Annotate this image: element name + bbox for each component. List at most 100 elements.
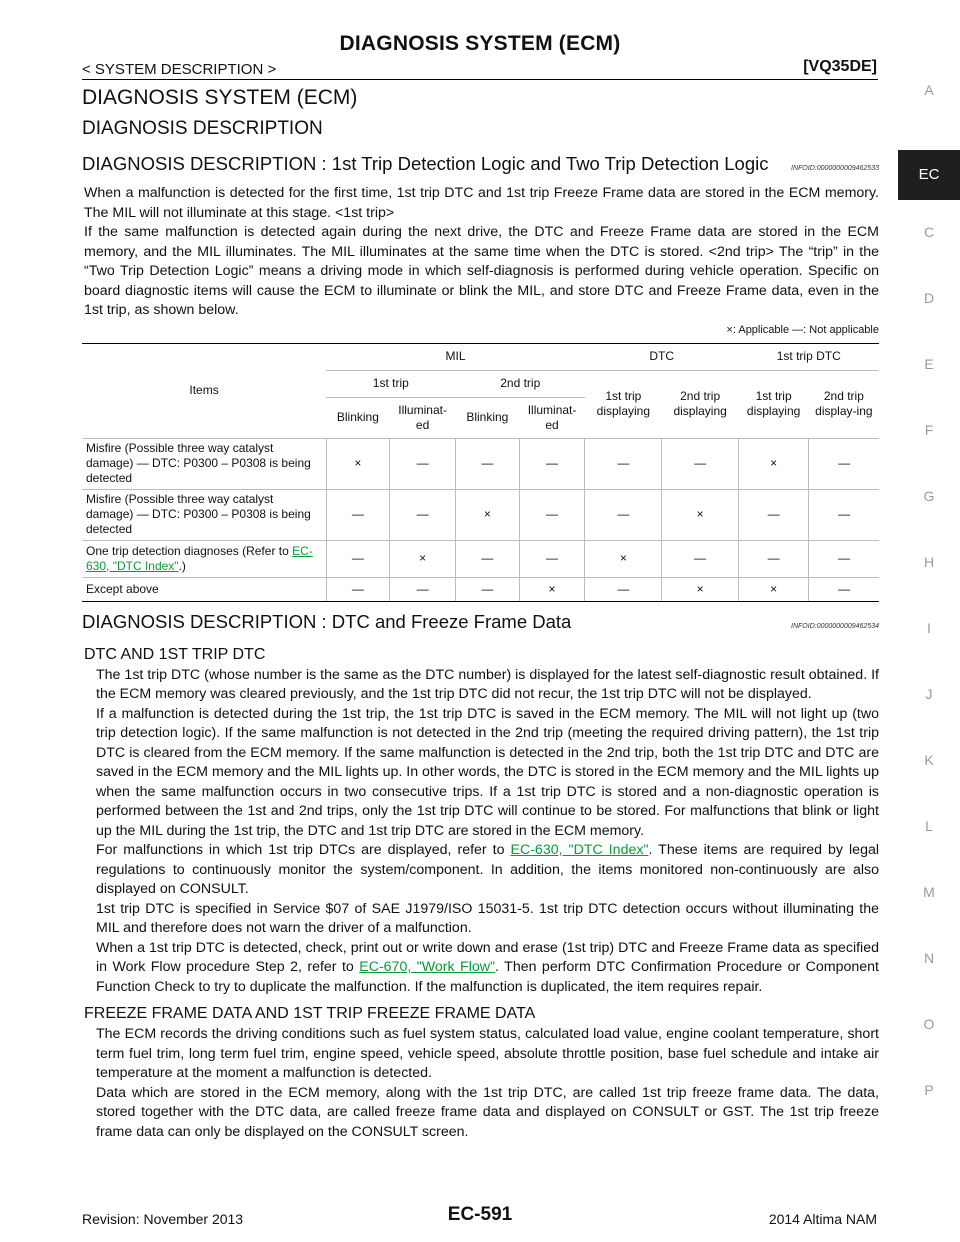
table-header-row: Items MIL DTC 1st trip DTC xyxy=(82,342,879,439)
table-cell: — xyxy=(389,576,457,602)
section-title: DIAGNOSIS DESCRIPTION xyxy=(82,118,323,139)
table-cell: × xyxy=(389,539,457,578)
table-legend: ×: Applicable —: Not applicable xyxy=(726,323,879,336)
table-cell: × xyxy=(455,488,520,541)
subsection-title: DIAGNOSIS DESCRIPTION : DTC and Freeze F… xyxy=(82,610,572,632)
table-cell: — xyxy=(325,488,391,541)
table-row: Misfire (Possible three way catalyst dam… xyxy=(82,437,879,490)
table-cell: × xyxy=(325,437,391,490)
paragraph-text: . Then perform DTC Confirmation Procedur… xyxy=(96,959,879,995)
table-cell: × xyxy=(738,576,810,602)
subsection-title: DIAGNOSIS DESCRIPTION : 1st Trip Detecti… xyxy=(82,153,769,174)
table-header-1st-trip: 1st trip xyxy=(326,369,456,398)
table-cell: — xyxy=(584,576,663,602)
page-content: DIAGNOSIS SYSTEM (ECM) DIAGNOSIS DESCRIP… xyxy=(82,84,879,1142)
table-cell-item-text: One trip detection diagnoses (Refer to xyxy=(86,543,293,558)
side-index-letter[interactable]: I xyxy=(927,620,931,636)
table-subheader: Blinking xyxy=(455,396,520,439)
side-index-active-label[interactable]: EC xyxy=(918,166,940,183)
sub-heading: DTC AND 1ST TRIP DTC xyxy=(84,645,266,663)
side-index-letter[interactable]: H xyxy=(923,554,935,570)
table-cell: — xyxy=(584,437,663,490)
table-cell: — xyxy=(455,437,520,490)
page-title: DIAGNOSIS SYSTEM (ECM) xyxy=(82,86,358,109)
subsection-header: DIAGNOSIS DESCRIPTION : DTC and Freeze F… xyxy=(82,610,879,634)
dtc-index-link[interactable]: EC-630, "DTC Index" xyxy=(86,543,313,573)
table-cell: — xyxy=(455,576,520,602)
table-cell-item-text: .) xyxy=(178,558,186,573)
side-index-active-tab[interactable] xyxy=(898,150,960,200)
paragraph-text: When a 1st trip DTC is detected, check, … xyxy=(96,939,879,976)
side-index-letter[interactable]: N xyxy=(923,950,935,966)
table-header-items: Items xyxy=(82,342,327,439)
info-id: INFOID:0000000009462534 xyxy=(791,622,879,630)
paragraph: When a 1st trip DTC is detected, check, … xyxy=(82,939,879,998)
table-subheader: 1st trip displaying xyxy=(584,369,662,439)
side-index-letter[interactable]: P xyxy=(924,1082,934,1098)
table-subheader: 2nd trip displaying xyxy=(661,369,739,439)
paragraph-text: For malfunctions in which 1st trip DTCs … xyxy=(96,842,511,858)
side-index-letter[interactable]: G xyxy=(923,488,935,504)
table-cell: — xyxy=(808,576,879,602)
table-cell: — xyxy=(738,488,810,541)
side-index-letter[interactable]: L xyxy=(925,818,933,834)
paragraph: The 1st trip DTC (whose number is the sa… xyxy=(96,666,879,703)
table-cell: — xyxy=(518,539,586,578)
table-subheader: Blinking xyxy=(326,396,390,439)
side-index-letter[interactable]: O xyxy=(923,1016,935,1032)
engine-label: [VQ35DE] xyxy=(803,58,877,75)
side-index-letter[interactable]: J xyxy=(925,686,933,702)
table-cell: — xyxy=(584,488,663,541)
info-id: INFOID:0000000009462533 xyxy=(791,165,879,172)
table-cell-item: One trip detection diagnoses (Refer to E… xyxy=(82,539,327,578)
table-cell: × xyxy=(661,576,740,602)
sub-heading: FREEZE FRAME DATA AND 1ST TRIP FREEZE FR… xyxy=(84,1005,536,1022)
table-header-row: Blinking Illuminat-ed Blinking Illuminat… xyxy=(82,396,879,439)
dtc-index-link[interactable]: EC-630, "DTC Index" xyxy=(510,842,649,858)
table-header-row: 1st trip 2nd trip 1st trip displaying 2n… xyxy=(82,369,879,439)
table-header-mil: MIL xyxy=(326,342,585,371)
page-header-title: DIAGNOSIS SYSTEM (ECM) xyxy=(339,32,621,55)
side-index-letter[interactable]: F xyxy=(924,422,934,438)
paragraph-text: . These items are required by legal regu… xyxy=(96,842,879,897)
table-subheader: 2nd trip display-ing xyxy=(808,369,879,439)
table-header-1st-trip-dtc: 1st trip DTC xyxy=(738,342,879,371)
table-cell: × xyxy=(661,488,740,541)
side-index-letter[interactable]: C xyxy=(923,224,935,240)
table-subheader: Illuminat-ed xyxy=(519,396,585,439)
table-cell: — xyxy=(455,539,520,578)
trip-detection-table: Items MIL DTC 1st trip DTC 1st trip 2nd … xyxy=(82,342,879,602)
paragraph: When a malfunction is detected for the f… xyxy=(84,185,879,221)
side-index-letter[interactable]: A xyxy=(924,82,934,98)
table-cell: × xyxy=(584,539,663,578)
table-cell: — xyxy=(389,437,457,490)
table-cell: — xyxy=(389,488,457,541)
table-header-dtc: DTC xyxy=(584,342,739,371)
paragraph: If the same malfunction is detected agai… xyxy=(84,224,879,318)
table-cell: × xyxy=(518,576,586,602)
table-cell: — xyxy=(661,539,740,578)
table-cell: — xyxy=(518,488,586,541)
table-cell: — xyxy=(808,437,879,490)
paragraph: Data which are stored in the ECM memory,… xyxy=(96,1084,879,1140)
work-flow-link[interactable]: EC-670, "Work Flow" xyxy=(359,959,496,975)
table-cell: — xyxy=(808,488,879,541)
table-header-2nd-trip: 2nd trip xyxy=(455,369,585,398)
table-cell: — xyxy=(661,437,740,490)
table-cell-item: Misfire (Possible three way catalyst dam… xyxy=(82,488,327,541)
side-index-letter[interactable]: K xyxy=(924,752,934,768)
table-cell: × xyxy=(738,437,810,490)
table-cell: — xyxy=(808,539,879,578)
side-index-letter[interactable]: E xyxy=(924,356,934,372)
table-cell: — xyxy=(518,437,586,490)
table-subheader: 1st trip displaying xyxy=(738,369,809,439)
paragraph: If a malfunction is detected during the … xyxy=(96,705,879,839)
table-row: One trip detection diagnoses (Refer to E… xyxy=(82,539,879,578)
footer-page-number: EC-591 xyxy=(447,1204,513,1225)
footer-model: 2014 Altima NAM xyxy=(768,1211,877,1227)
side-index-letter[interactable]: D xyxy=(923,290,935,306)
paragraph: 1st trip DTC is specified in Service $07… xyxy=(96,900,879,937)
side-index-letter[interactable]: M xyxy=(923,884,935,900)
table-cell: — xyxy=(325,576,391,602)
paragraph: The ECM records the driving conditions s… xyxy=(96,1026,879,1081)
